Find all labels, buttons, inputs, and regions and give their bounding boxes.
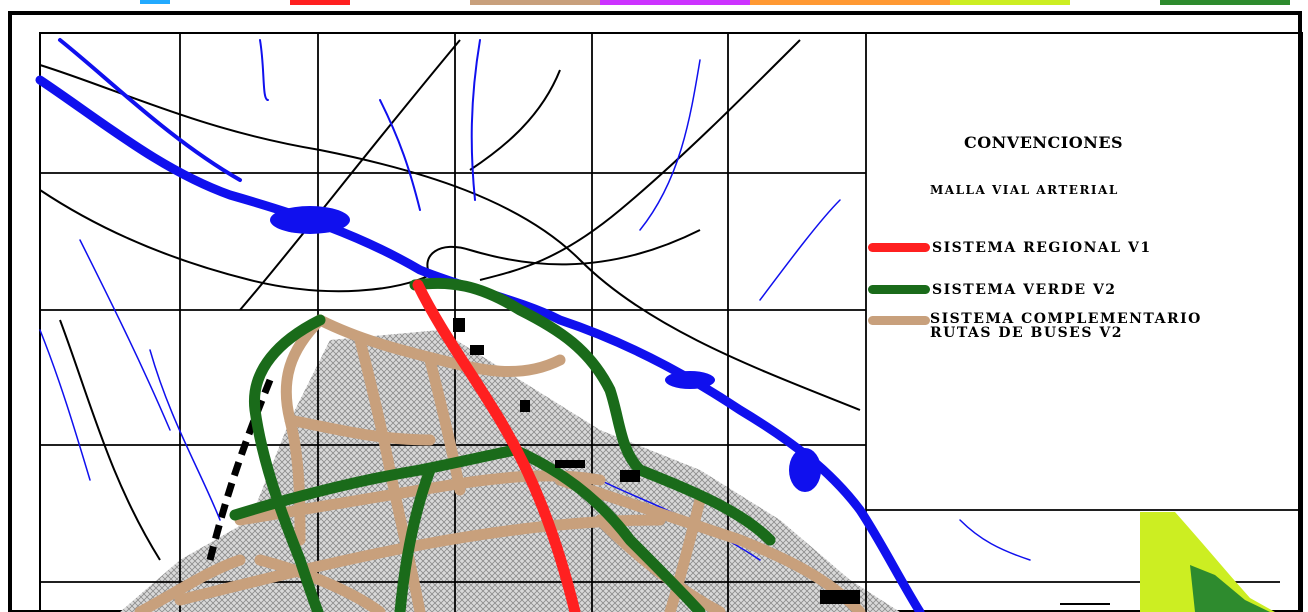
legend-title: CONVENCIONES: [964, 133, 1124, 152]
legend-swatch-regional: [868, 243, 930, 252]
green-region: [1190, 565, 1270, 612]
route-regional[interactable]: [412, 279, 581, 612]
lime-region: [1140, 512, 1275, 612]
black-roads: [39, 39, 861, 561]
lake: [270, 206, 350, 234]
building-blocks: [453, 318, 860, 604]
outer-frame: [8, 11, 1302, 612]
top-color-strip: [0, 0, 1308, 8]
legend-label-complementary: SISTEMA COMPLEMENTARIO RUTAS DE BUSES V2: [930, 311, 1202, 341]
railway: [206, 378, 274, 561]
legend-swatch-complementary: [868, 316, 930, 325]
legend-subtitle: MALLA VIAL ARTERIAL: [930, 183, 1119, 197]
legend-swatch-green: [868, 285, 930, 294]
route-green[interactable]: [229, 277, 776, 612]
rivers: [35, 38, 1031, 612]
route-complementary[interactable]: [134, 314, 866, 612]
map-border: [39, 32, 1303, 612]
legend-label-regional: SISTEMA REGIONAL V1: [932, 240, 1152, 256]
legend-label-green: SISTEMA VERDE V2: [932, 282, 1117, 298]
lake-2: [665, 371, 715, 389]
urban-area: [120, 330, 900, 612]
lake-3: [789, 448, 821, 492]
